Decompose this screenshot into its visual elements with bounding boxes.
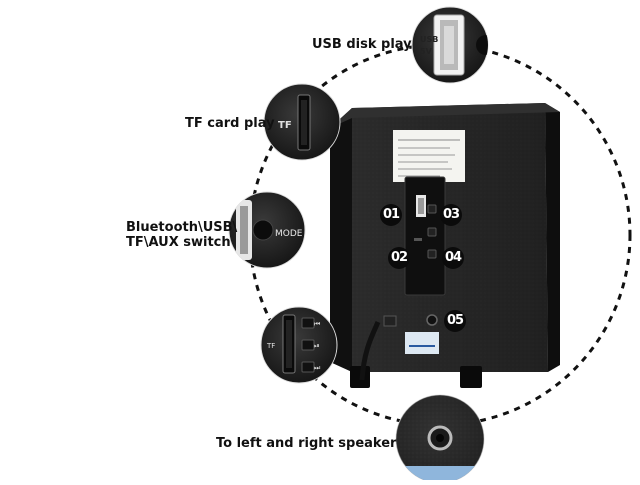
usb-port-voltage: 5V [420,47,433,56]
prev-track-icon [301,317,315,329]
spec-label-sticker [393,130,465,182]
callout-mode-switch: Bluetooth\USB\ TF\AUX switch [126,220,238,250]
power-cable [359,321,381,381]
svg-text:⏭: ⏭ [314,364,321,372]
barcode-sticker [405,332,439,354]
subwoofer-cabinet [330,103,560,388]
zoom-mode-button [228,191,306,269]
zoom-playback-controls: ⏮ ⏯ ⏭ [260,306,338,384]
callout-tf-card-play: TF card play [185,116,275,131]
next-track-icon [301,361,315,373]
zoom-aux-jack [395,394,485,484]
panel-button [427,227,437,237]
tf-slot-label-small: TF [266,342,275,350]
usb-port-label: USB [420,35,438,44]
panel-button [427,204,437,214]
badge-05: 05 [444,310,466,332]
svg-text:⏮: ⏮ [314,320,320,328]
badge-03: 03 [440,204,462,226]
mode-button-label: MODE [275,229,303,239]
badge-04: 04 [442,247,464,269]
panel-button [427,249,437,259]
callout-mode-line2: TF\AUX switch [126,235,231,250]
callout-usb-disk-play: USB disk play [312,37,412,52]
callout-mode-line1: Bluetooth\USB\ [126,220,238,235]
svg-text:⏯: ⏯ [314,342,320,350]
aux-jack [426,314,438,326]
badge-01: 01 [380,204,402,226]
callout-speaker-output: To left and right speaker [216,436,397,451]
zoom-usb-port [411,6,489,84]
cabinet-foot [460,366,482,388]
control-panel [404,176,446,296]
dashed-guide-circle [248,43,632,427]
tf-slot-label: TF [278,120,292,131]
zoom-tf-slot [263,83,341,161]
play-pause-icon [301,339,315,351]
badge-02: 02 [388,247,410,269]
